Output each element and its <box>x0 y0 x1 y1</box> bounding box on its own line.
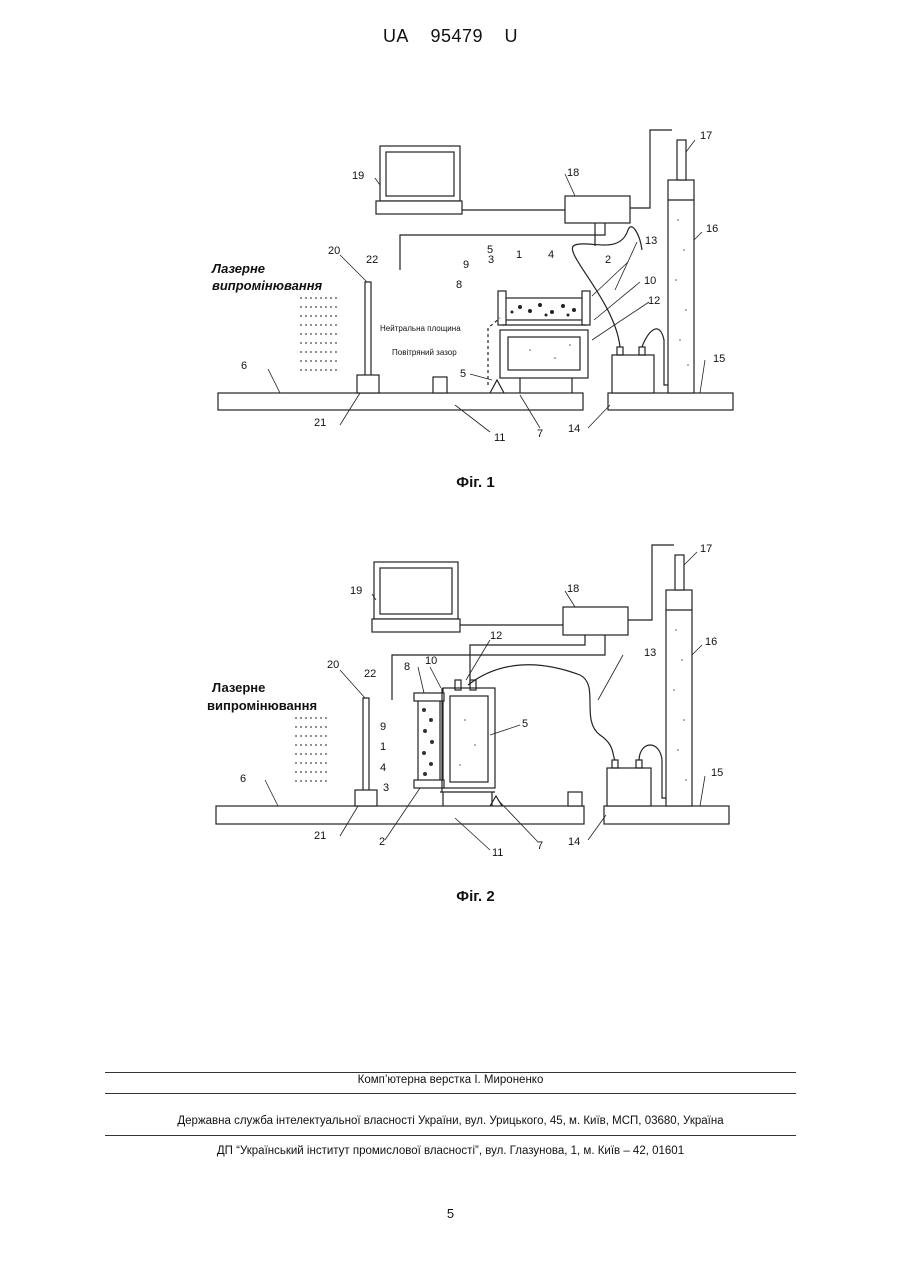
figure-1-drawing: Лазерне випромінювання Нейтральна площин… <box>0 0 901 520</box>
ref-3: 3 <box>488 254 494 266</box>
figure-2-drawing: Лазерне випромінювання 17 18 19 12 16 13… <box>0 520 901 900</box>
ref-18: 18 <box>567 583 579 595</box>
institute-address: ДП “Український інститут промислової вла… <box>0 1145 901 1157</box>
ref-7: 7 <box>537 428 543 440</box>
ref-5: 5 <box>522 718 528 730</box>
figure-2-caption: Фіг. 2 <box>0 888 901 905</box>
ref-5b: 5 <box>460 368 466 380</box>
ref-15: 15 <box>713 353 725 365</box>
laser-label-line1: Лазерне <box>211 261 265 276</box>
ref-16: 16 <box>705 636 717 648</box>
controller-box <box>565 196 630 223</box>
ref-20: 20 <box>328 245 340 257</box>
ref-21: 21 <box>314 830 326 842</box>
ref-1: 1 <box>380 741 386 753</box>
ref-6: 6 <box>241 360 247 372</box>
ref-17: 17 <box>700 130 712 142</box>
ref-7: 7 <box>537 840 543 852</box>
ref-15: 15 <box>711 767 723 779</box>
footer-rule-3 <box>105 1135 796 1136</box>
air-gap-label: Повітряний зазор <box>392 348 457 357</box>
ref-2: 2 <box>379 836 385 848</box>
ref-14: 14 <box>568 423 580 435</box>
footer-rule-2 <box>105 1093 796 1094</box>
screen <box>365 282 371 377</box>
ref-3: 3 <box>383 782 389 794</box>
ref-11: 11 <box>494 432 505 444</box>
monitor <box>380 146 460 201</box>
ref-1: 1 <box>516 249 522 261</box>
ref-21: 21 <box>314 417 326 429</box>
ref-13: 13 <box>645 235 657 247</box>
ref-6: 6 <box>240 773 246 785</box>
ref-2: 2 <box>605 254 611 266</box>
laser-label-line2: випромінювання <box>207 698 317 713</box>
ref-4: 4 <box>548 249 554 261</box>
laser-label-line2: випромінювання <box>212 278 323 293</box>
ref-20: 20 <box>327 659 339 671</box>
ref-19: 19 <box>350 585 362 597</box>
ref-19: 19 <box>352 170 364 182</box>
ref-8: 8 <box>404 661 410 673</box>
ref-17: 17 <box>700 543 712 555</box>
footer-rule-1 <box>105 1072 796 1073</box>
layout-credit: Комп’ютерна верстка І. Мироненко <box>0 1074 901 1086</box>
vessel <box>612 355 654 393</box>
ref-11: 11 <box>492 847 503 859</box>
ref-10: 10 <box>425 655 437 667</box>
ref-4: 4 <box>380 762 386 774</box>
agency-address: Державна служба інтелектуальної власност… <box>0 1115 901 1127</box>
column-base <box>608 393 733 410</box>
page-number: 5 <box>0 1206 901 1221</box>
ref-9: 9 <box>380 721 386 733</box>
ref-12: 12 <box>490 630 502 642</box>
ref-22: 22 <box>364 668 376 680</box>
ref-22: 22 <box>366 254 378 266</box>
ref-10: 10 <box>644 275 656 287</box>
ref-16: 16 <box>706 223 718 235</box>
ref-14: 14 <box>568 836 580 848</box>
ref-9: 9 <box>463 259 469 271</box>
ref-18: 18 <box>567 167 579 179</box>
ref-13: 13 <box>644 647 656 659</box>
optical-table <box>218 393 583 410</box>
neutral-plane-label: Нейтральна площина <box>380 324 461 333</box>
figure-1-caption: Фіг. 1 <box>0 474 901 491</box>
water-column <box>668 180 694 393</box>
ref-12: 12 <box>648 295 660 307</box>
ref-8: 8 <box>456 279 462 291</box>
laser-label-line1: Лазерне <box>212 680 265 695</box>
